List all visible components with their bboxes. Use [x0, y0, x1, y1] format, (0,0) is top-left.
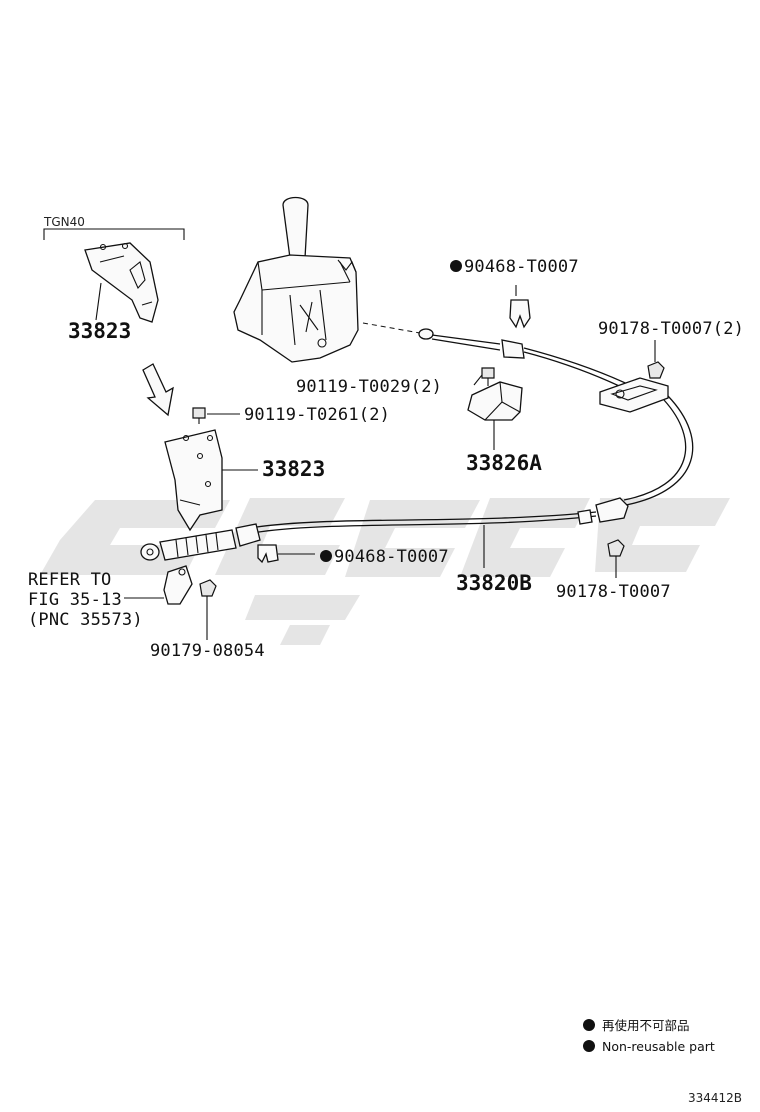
direction-arrow	[142, 363, 174, 417]
label-33823-top: 33823	[68, 319, 131, 343]
variant-bracket	[43, 228, 185, 240]
cable-end-transmission	[140, 523, 261, 561]
label-33820b: 33820B	[456, 571, 532, 595]
figure-id: 334412B	[688, 1091, 742, 1105]
bolt-90119-t0261	[192, 407, 240, 424]
shift-knob	[282, 196, 309, 259]
label-90178-t0007-2: 90178-T0007(2)	[598, 319, 744, 339]
clip-90468-top	[509, 285, 531, 329]
legend-marker-jp	[583, 1019, 595, 1031]
label-90119-t0261: 90119-T0261(2)	[244, 405, 390, 425]
clamp-bracket	[124, 565, 193, 605]
tgn40-variant-group: TGN40	[43, 215, 185, 240]
nut-90179-08054	[199, 579, 217, 640]
label-90468-bottom: 90468-T0007	[334, 547, 449, 567]
non-reusable-marker-bottom	[320, 550, 332, 562]
shift-cable-33820b	[249, 395, 694, 568]
legend-en: Non-reusable part	[602, 1039, 715, 1054]
legend: 再使用不可部品 Non-reusable part	[583, 1018, 715, 1054]
refer-note-line1: REFER TO	[28, 570, 111, 590]
label-90179-08054: 90179-08054	[150, 641, 265, 661]
clip-90468-bottom	[257, 544, 315, 564]
label-33823-mid: 33823	[262, 457, 325, 481]
bracket-33826a	[467, 381, 523, 450]
cable-mount-plate	[599, 377, 669, 413]
bolt-90119-t0029	[473, 367, 495, 386]
bracket-33823-mid	[164, 429, 258, 532]
nut-90178-t0007	[607, 539, 625, 578]
legend-marker-en	[583, 1040, 595, 1052]
label-90119-t0029: 90119-T0029(2)	[296, 377, 442, 397]
bracket-33823-top	[84, 242, 159, 323]
legend-jp: 再使用不可部品	[602, 1018, 690, 1033]
shift-lever-assembly	[233, 196, 421, 363]
label-33826a: 33826A	[466, 451, 542, 475]
refer-note-line2: FIG 35-13	[28, 590, 122, 610]
label-90468-top: 90468-T0007	[464, 257, 579, 277]
label-90178-t0007: 90178-T0007	[556, 582, 671, 602]
nut-90178-t0007-2	[647, 340, 665, 379]
variant-label: TGN40	[43, 215, 85, 229]
non-reusable-marker-top	[450, 260, 462, 272]
refer-note-line3: (PNC 35573)	[28, 610, 143, 630]
